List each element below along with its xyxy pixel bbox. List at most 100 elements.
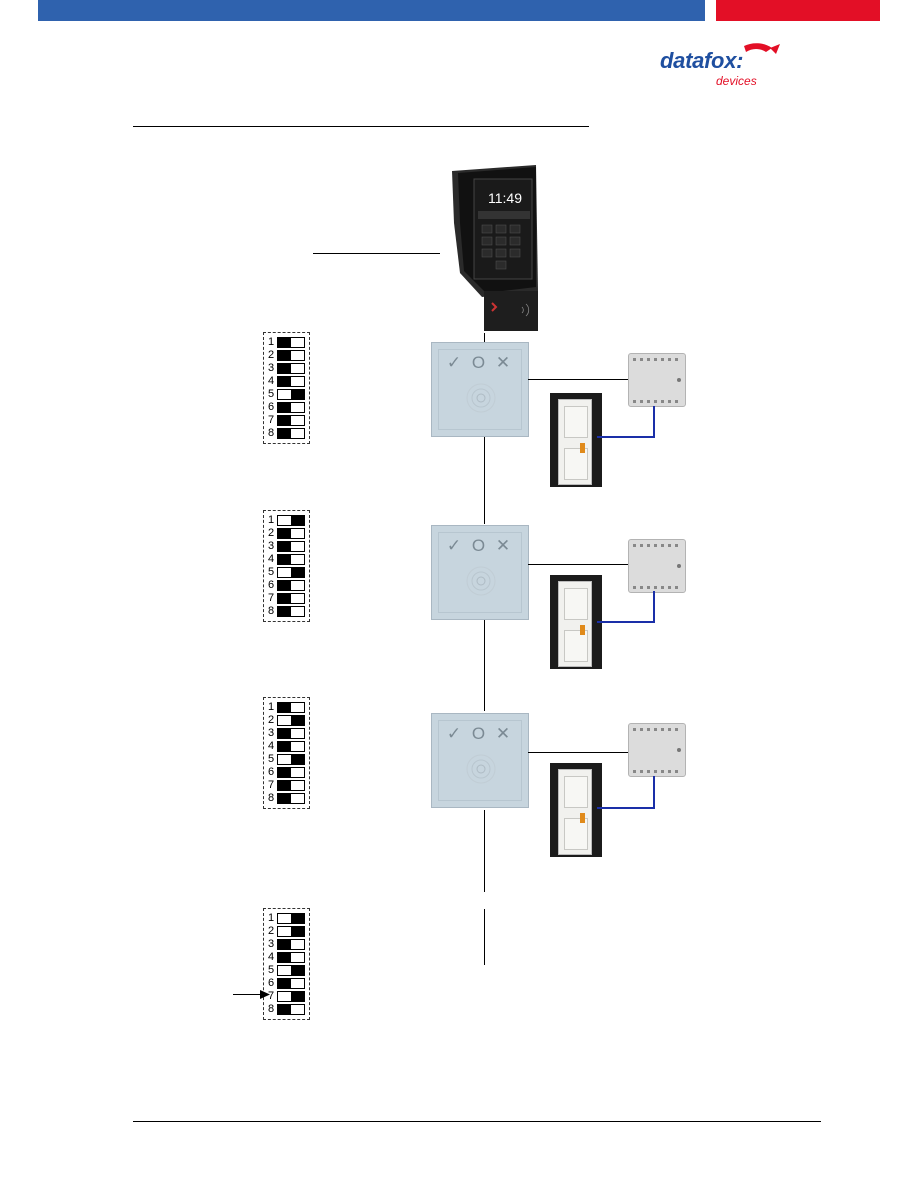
dip-switch-row: 6 — [268, 977, 305, 990]
dip-switch-row: 4 — [268, 375, 305, 388]
bus-line-1 — [484, 333, 485, 343]
dip-switch-off — [277, 415, 305, 426]
title-rule — [133, 126, 589, 127]
dip-switch-off — [277, 554, 305, 565]
dip-switch-number: 8 — [268, 427, 275, 439]
bus-line-2 — [484, 437, 485, 524]
dip-switch-number: 1 — [268, 336, 275, 348]
pointer-arrow — [233, 994, 263, 995]
dip-switch-number: 8 — [268, 1003, 275, 1015]
dip-switch-number: 2 — [268, 714, 275, 726]
dip-switch-number: 7 — [268, 414, 275, 426]
dip-switch-off — [277, 593, 305, 604]
dip-switch-row: 4 — [268, 951, 305, 964]
dip-switch-row: 7 — [268, 414, 305, 427]
dip-switch-row: 2 — [268, 925, 305, 938]
dip-switch-number: 6 — [268, 977, 275, 989]
dip-switch-row: 7 — [268, 779, 305, 792]
blue-wire-1v — [653, 406, 655, 438]
dip-switch-number: 7 — [268, 592, 275, 604]
dip-switch-number: 2 — [268, 349, 275, 361]
dip-switch-off — [277, 728, 305, 739]
dip-switch-row: 8 — [268, 427, 305, 440]
dip-switch-row: 2 — [268, 714, 305, 727]
dip-switch-on — [277, 991, 305, 1002]
dip-switch-off — [277, 363, 305, 374]
dip-switch-row: 8 — [268, 605, 305, 618]
reader-status-icons: ✓ O ✕ — [446, 724, 514, 743]
dip-switch-row: 8 — [268, 792, 305, 805]
dip-switch-off — [277, 978, 305, 989]
dip-switch-row: 1 — [268, 701, 305, 714]
dip-switch-off — [277, 528, 305, 539]
dip-switch-number: 4 — [268, 740, 275, 752]
dip-switch-number: 4 — [268, 375, 275, 387]
dip-switch-off — [277, 939, 305, 950]
dip-switch-on — [277, 389, 305, 400]
dip-switch-off — [277, 376, 305, 387]
reader-2: ✓ O ✕ — [431, 525, 529, 620]
header-bar-blue — [38, 0, 705, 21]
bus-line-3 — [484, 619, 485, 711]
terminal-device: 11:49 — [440, 163, 540, 333]
dip-switch-row: 3 — [268, 362, 305, 375]
bus-line-5 — [484, 909, 485, 965]
dip-switch-row: 7 — [268, 592, 305, 605]
dip-switch-number: 5 — [268, 753, 275, 765]
dip-switch-number: 2 — [268, 527, 275, 539]
dip-switch-off — [277, 952, 305, 963]
rfid-icon — [466, 566, 496, 596]
relay-module-1 — [628, 353, 686, 407]
dip-switch-row: 1 — [268, 514, 305, 527]
dip-switch-row: 3 — [268, 727, 305, 740]
dip-switch-number: 1 — [268, 912, 275, 924]
arrow-head-icon — [260, 990, 270, 999]
dip-switch-number: 7 — [268, 990, 275, 1002]
bus-line-4 — [484, 810, 485, 892]
dip-switch-off — [277, 793, 305, 804]
header-bar-red — [716, 0, 880, 21]
dip-switch-number: 4 — [268, 553, 275, 565]
blue-wire-1h — [597, 436, 654, 438]
dip-switch-number: 3 — [268, 362, 275, 374]
dip-switch-number: 6 — [268, 579, 275, 591]
dip-switch-number: 4 — [268, 951, 275, 963]
wire-reader2-module — [528, 564, 630, 565]
logo-subtext: devices — [716, 74, 757, 88]
dip-switch-off — [277, 541, 305, 552]
fox-icon — [744, 43, 780, 54]
dip-switch-row: 1 — [268, 912, 305, 925]
terminal-clock: 11:49 — [488, 190, 522, 206]
dip-switch-row: 5 — [268, 566, 305, 579]
dip-switch-off — [277, 337, 305, 348]
dip-switch-on — [277, 965, 305, 976]
dip-switch-row: 4 — [268, 740, 305, 753]
dip-switch-number: 8 — [268, 792, 275, 804]
blue-wire-2h — [597, 621, 654, 623]
wire-reader1-module — [528, 379, 630, 380]
datafox-logo — [652, 42, 802, 96]
dip-switch-number: 1 — [268, 701, 275, 713]
relay-module-2 — [628, 539, 686, 593]
dip-switch-on — [277, 715, 305, 726]
rfid-icon — [466, 754, 496, 784]
dip-switch-number: 6 — [268, 766, 275, 778]
dip-switch-number: 5 — [268, 566, 275, 578]
reader-status-icons: ✓ O ✕ — [446, 353, 514, 372]
dip-switch-on — [277, 754, 305, 765]
dip-switch-number: 5 — [268, 964, 275, 976]
dip-switch-off — [277, 767, 305, 778]
logo-text: datafox: — [660, 48, 744, 73]
reader-3: ✓ O ✕ — [431, 713, 529, 808]
dip-switch-row: 2 — [268, 349, 305, 362]
footer-rule — [133, 1121, 821, 1122]
dip-switch-row: 4 — [268, 553, 305, 566]
dip-switch-number: 2 — [268, 925, 275, 937]
blue-wire-2v — [653, 591, 655, 623]
dip-switch-row: 2 — [268, 527, 305, 540]
dip-switch-on — [277, 567, 305, 578]
dip-switch-row: 1 — [268, 336, 305, 349]
